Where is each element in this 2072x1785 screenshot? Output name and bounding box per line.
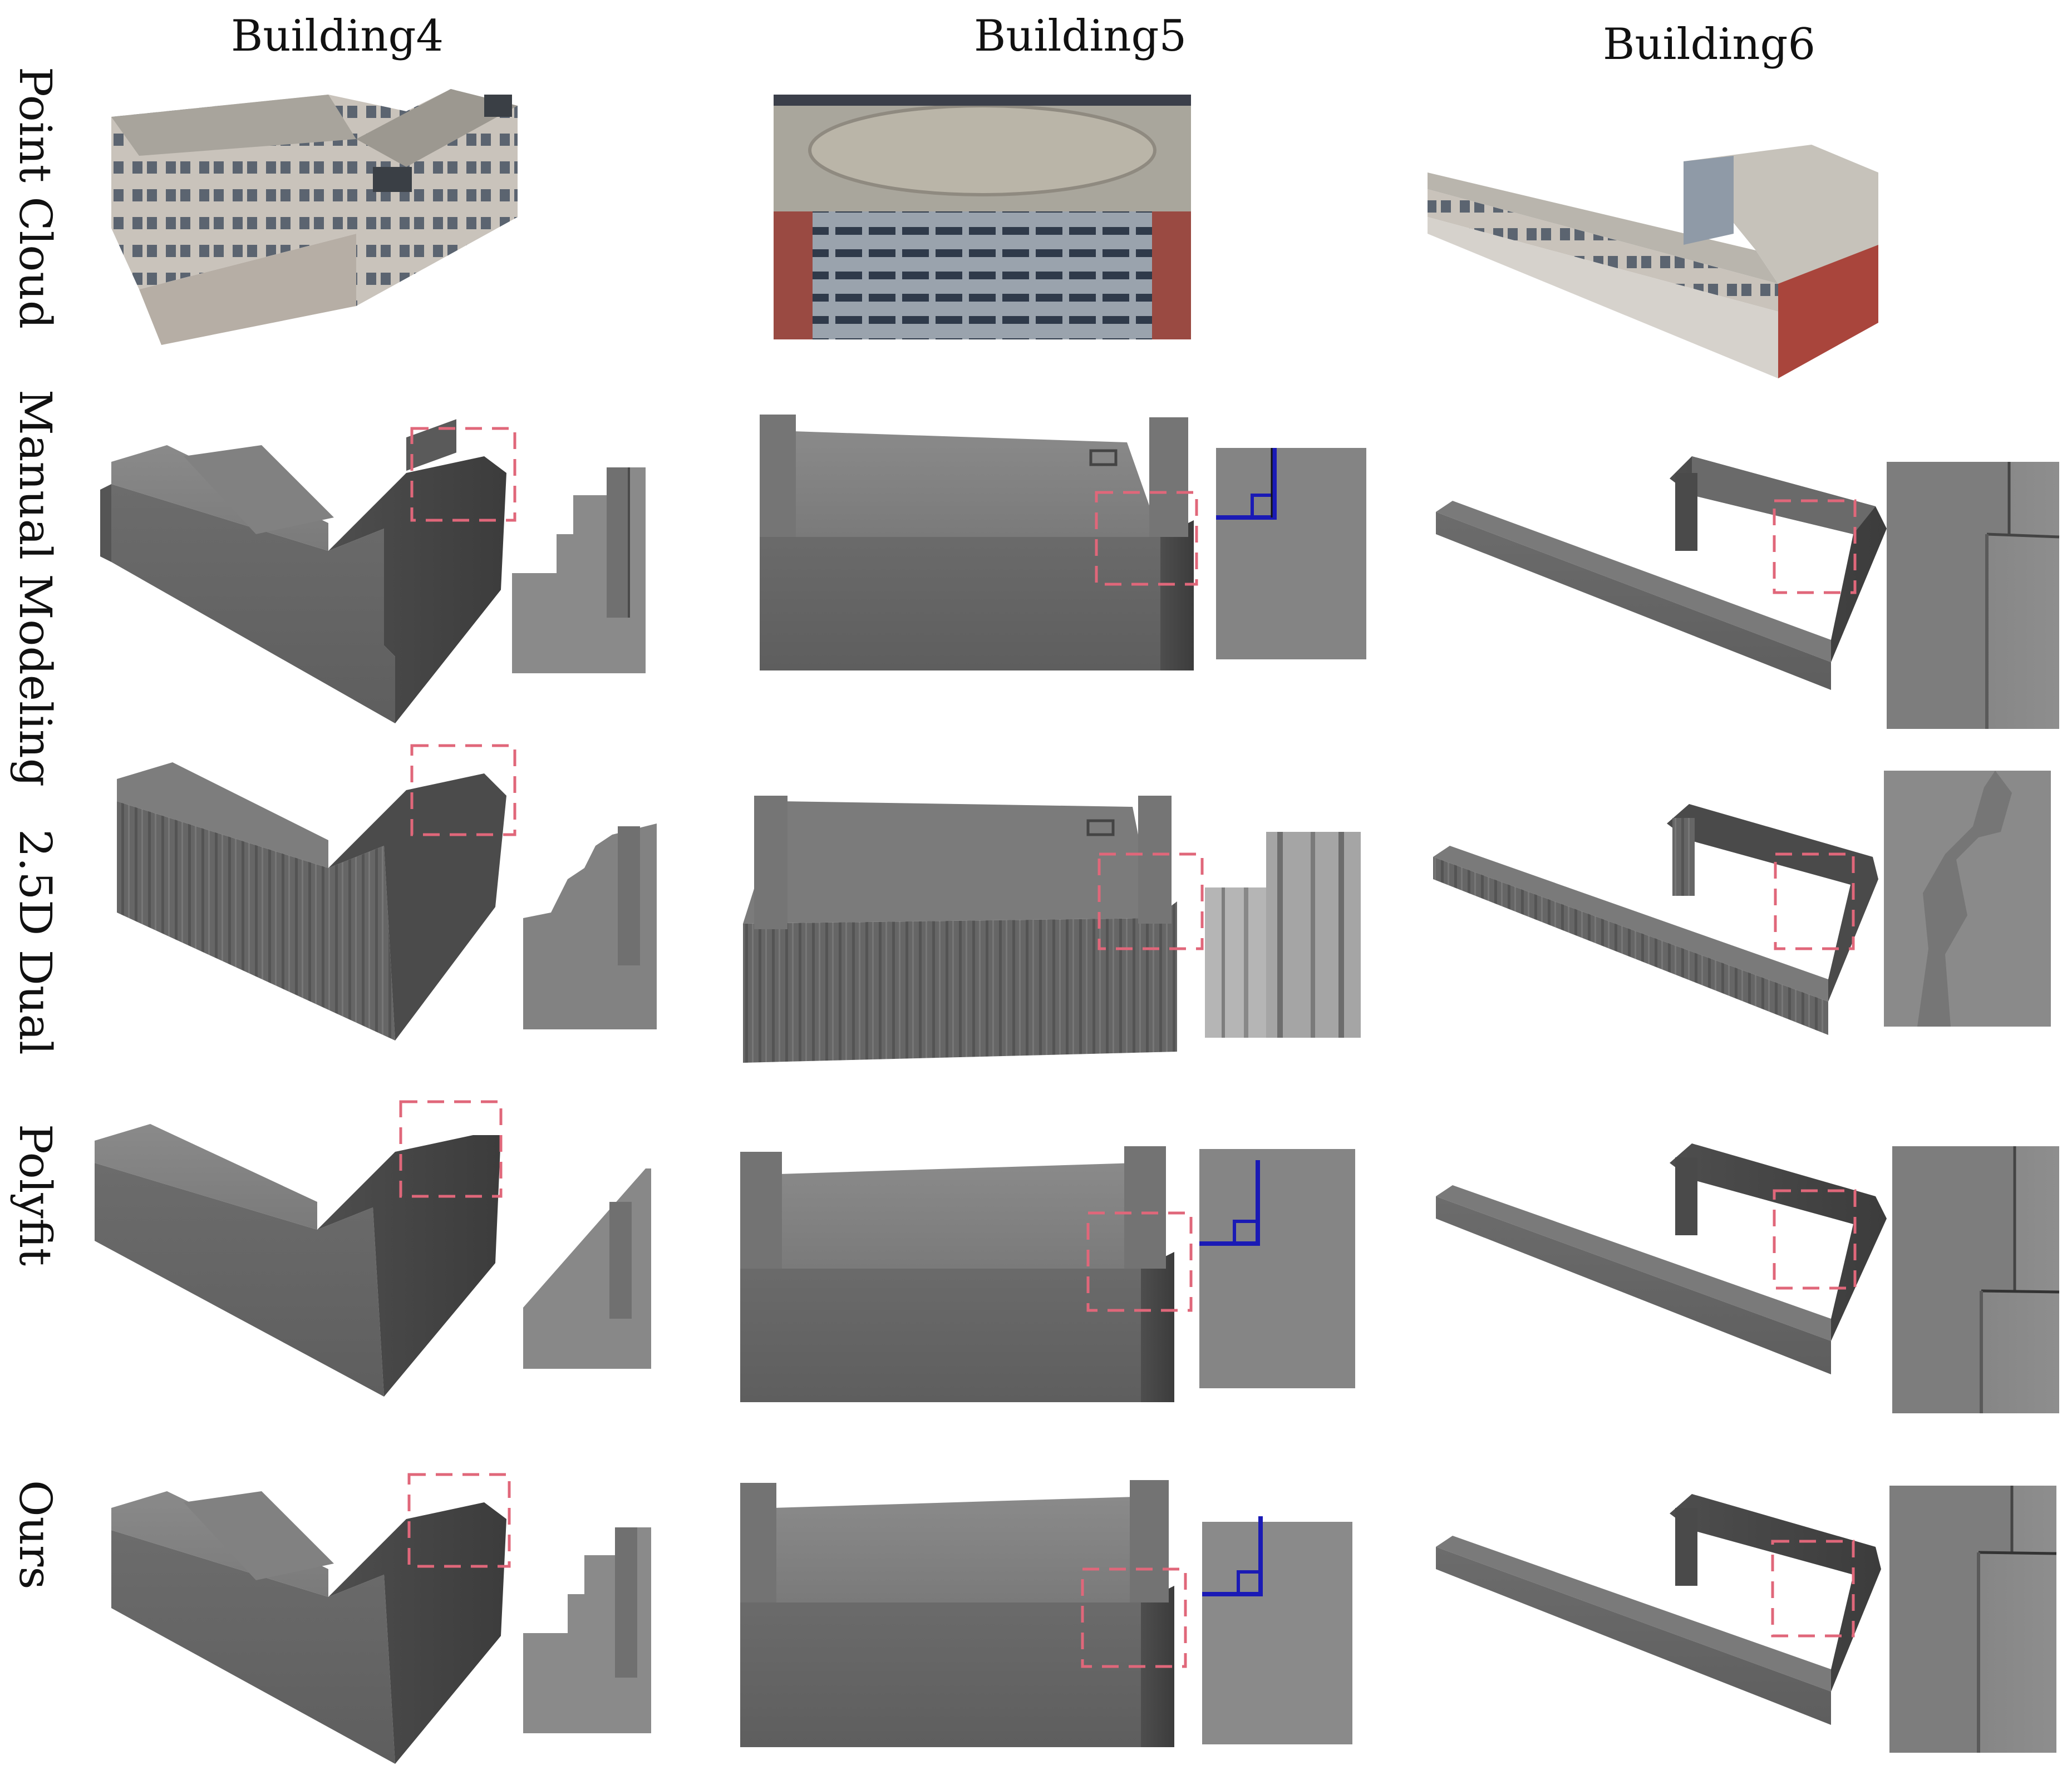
polyfit-model-building4 (95, 1100, 503, 1397)
zoom-ours-building6 (1889, 1486, 2057, 1753)
zoom-ours-building4 (523, 1527, 651, 1733)
highlight-box (407, 1473, 511, 1568)
dual-model-building5 (743, 796, 1204, 1063)
zoom-manual-building6 (1887, 462, 2060, 729)
zoom-manual-building4 (512, 467, 646, 673)
manual-model-building4 (100, 419, 516, 723)
highlight-box (399, 1100, 503, 1198)
point-cloud-building6 (1428, 145, 1878, 378)
highlight-box (1771, 1540, 1855, 1638)
ours-model-building5 (740, 1480, 1187, 1747)
manual-model-building5 (760, 415, 1198, 670)
zoom-dual-building4 (523, 824, 657, 1029)
ours-model-building6 (1436, 1494, 1881, 1725)
highlight-box (1773, 499, 1857, 594)
point-cloud-building5 (774, 95, 1191, 339)
zoom-polyfit-building6 (1892, 1146, 2060, 1413)
highlight-box (1086, 1211, 1193, 1312)
column-header-building5: Building5 (974, 11, 1187, 61)
dual-model-building4 (117, 744, 516, 1041)
dual-model-building6 (1433, 804, 1878, 1035)
highlight-box (1774, 852, 1855, 950)
highlight-box (1081, 1567, 1187, 1668)
row-label-point-cloud: Point Cloud (9, 67, 61, 329)
zoom-manual-building5 (1216, 448, 1366, 659)
highlight-box (410, 427, 516, 522)
highlight-box (1095, 491, 1198, 586)
manual-model-building6 (1436, 456, 1887, 690)
column-header-building6: Building6 (1603, 19, 1816, 70)
row-label-ours: Ours (9, 1480, 61, 1590)
column-header-building4: Building4 (231, 11, 444, 61)
highlight-box (1097, 852, 1204, 950)
zoom-polyfit-building5 (1199, 1149, 1355, 1388)
row-label-2-5d-dual: 2.5D Dual (9, 829, 61, 1055)
zoom-ours-building5 (1202, 1516, 1352, 1744)
zoom-polyfit-building4 (523, 1168, 651, 1369)
highlight-box (1773, 1189, 1857, 1290)
polyfit-model-building5 (740, 1146, 1193, 1402)
zoom-dual-building5 (1205, 832, 1361, 1038)
polyfit-model-building6 (1436, 1143, 1887, 1374)
row-label-polyfit: Polyfit (9, 1124, 61, 1266)
point-cloud-building4 (111, 89, 518, 345)
zoom-dual-building6 (1884, 771, 2051, 1027)
ours-model-building4 (111, 1473, 511, 1764)
row-label-manual-modeling: Manual Modeling (9, 389, 61, 787)
highlight-box (410, 744, 516, 836)
